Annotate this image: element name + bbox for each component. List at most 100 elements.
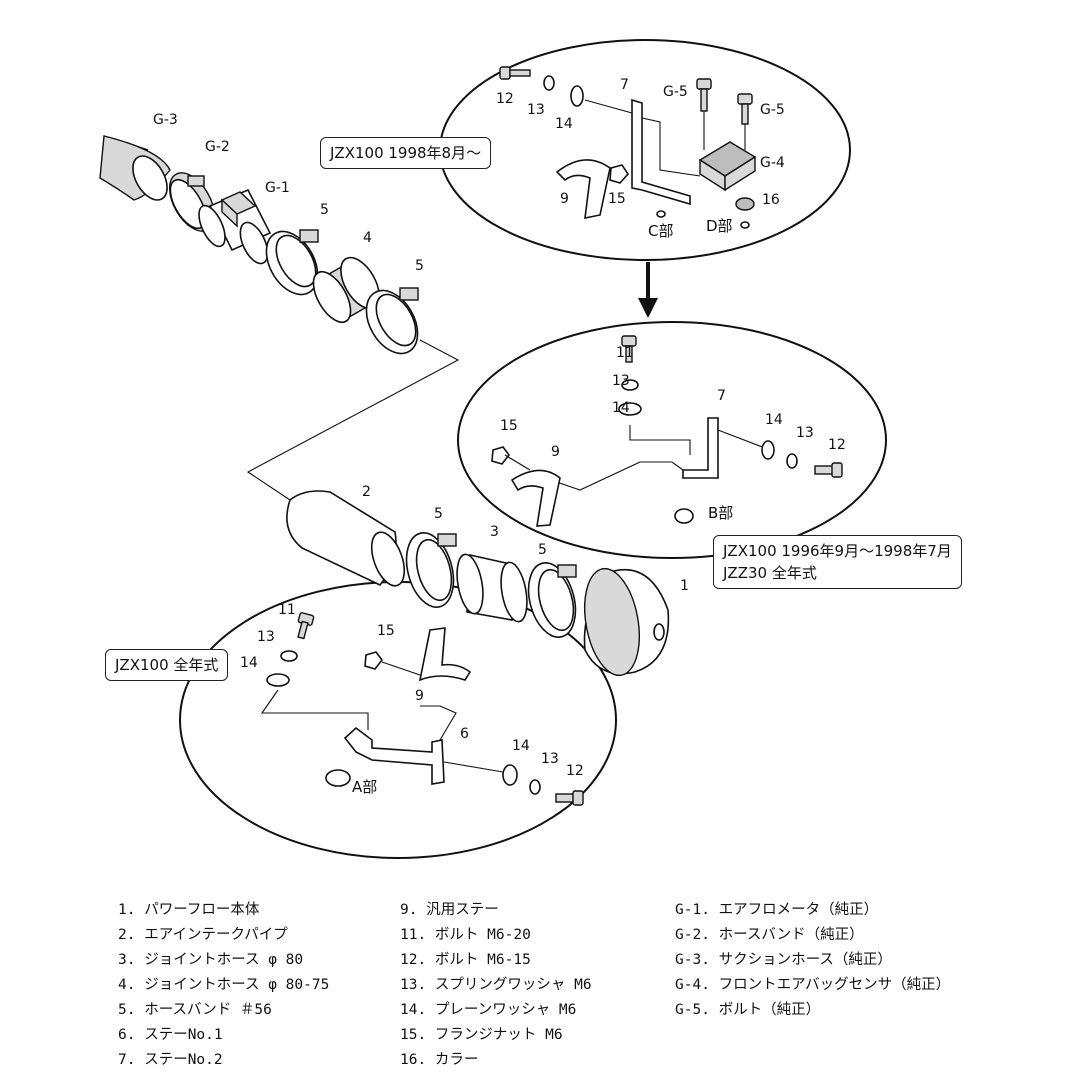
legend-item: 9. 汎用ステー (400, 902, 499, 918)
label-mid-14b: 14 (765, 412, 783, 428)
legend-item: 5. ホースバンド ＃56 (118, 1002, 272, 1018)
label-mid-13a: 13 (612, 373, 630, 389)
hose-band-5-d (527, 562, 577, 638)
plain-washer-14-top (570, 85, 584, 107)
legend-item: 7. ステーNo.2 (118, 1052, 223, 1068)
label-bot-14b: 14 (512, 738, 530, 754)
bolt-11-mid (621, 335, 637, 363)
spring-washer-13-mid (621, 379, 639, 391)
label-top-g4: G-4 (760, 155, 785, 171)
legend-item: 13. スプリングワッシャ M6 (400, 977, 592, 993)
label-2: 2 (362, 484, 371, 500)
stay-6-bot (343, 726, 445, 785)
joint-hose-3 (456, 553, 528, 623)
collar-16 (735, 197, 755, 211)
label-top-15: 15 (608, 191, 626, 207)
label-mid-11: 11 (616, 345, 634, 361)
legend-item: 16. カラー (400, 1052, 479, 1068)
stay-7-mid (682, 417, 719, 479)
callout-top-text: JZX100 1998年8月～ (330, 144, 482, 162)
label-top-12: 12 (496, 91, 514, 107)
air-intake-pipe-2 (286, 490, 406, 587)
universal-stay-9-mid (510, 469, 561, 527)
callout-top: JZX100 1998年8月～ (320, 137, 492, 169)
spring-washer-13-top (543, 75, 555, 91)
legend-item: 3. ジョイントホース φ 80 (118, 952, 304, 968)
legend-column-1: 1. パワーフロー本体 2. エアインテークパイプ 3. ジョイントホース φ … (118, 898, 329, 1073)
label-top-g5a: G-5 (663, 84, 688, 100)
plain-washer-14-mid (618, 402, 642, 416)
legend-item: G-1. エアフロメータ（純正） (675, 902, 879, 918)
power-flow-main-body-1 (583, 567, 670, 677)
label-bot-13a: 13 (257, 629, 275, 645)
label-g3: G-3 (153, 112, 178, 128)
label-mid-9: 9 (551, 444, 560, 460)
label-bot-14a: 14 (240, 655, 258, 671)
flange-nut-15-mid (491, 446, 511, 465)
bolt-12-bot (555, 790, 584, 806)
hose-band-5-a (265, 229, 319, 296)
label-mid-12: 12 (828, 437, 846, 453)
callout-middle: JZX100 1996年9月～1998年7月 JZZ30 全年式 (713, 535, 962, 589)
stay-7-top (631, 98, 691, 206)
legend-column-3: G-1. エアフロメータ（純正） G-2. ホースバンド（純正） G-3. サク… (675, 898, 950, 1023)
legend-item: G-4. フロントエアバッグセンサ（純正） (675, 977, 951, 993)
plain-washer-14-mid-right (761, 440, 775, 460)
legend-item: 14. プレーンワッシャ M6 (400, 1002, 577, 1018)
label-5c: 5 (434, 506, 443, 522)
label-top-9: 9 (560, 191, 569, 207)
legend-item: 6. ステーNo.1 (118, 1027, 223, 1043)
legend-column-2: 9. 汎用ステー 11. ボルト M6-20 12. ボルト M6-15 13.… (400, 898, 592, 1073)
label-bot-6: 6 (460, 726, 469, 742)
label-bot-12: 12 (566, 763, 584, 779)
label-top-13: 13 (527, 102, 545, 118)
label-top-14: 14 (555, 116, 573, 132)
legend-item: 12. ボルト M6-15 (400, 952, 531, 968)
label-g1: G-1 (265, 180, 290, 196)
label-mid-14a: 14 (612, 400, 630, 416)
label-5d: 5 (538, 542, 547, 558)
label-mid-15: 15 (500, 418, 518, 434)
bolt-g5-left (696, 78, 712, 112)
hose-band-5-c (405, 532, 457, 608)
label-bot-15: 15 (377, 623, 395, 639)
legend-item: 1. パワーフロー本体 (118, 902, 260, 918)
callout-middle-line1: JZX100 1996年9月～1998年7月 (723, 542, 952, 560)
label-1: 1 (680, 578, 689, 594)
plain-washer-14-bot (266, 673, 290, 687)
joint-hose-4 (312, 256, 380, 324)
legend-item: 15. フランジナット M6 (400, 1027, 563, 1043)
legend-item: G-3. サクションホース（純正） (675, 952, 892, 968)
legend-item: G-5. ボルト（純正） (675, 1002, 821, 1018)
label-top-7: 7 (620, 77, 629, 93)
universal-stay-9-top (555, 159, 611, 220)
label-5b: 5 (415, 258, 424, 274)
label-mid-13b: 13 (796, 425, 814, 441)
connector-line (246, 339, 460, 501)
callout-bottom: JZX100 全年式 (105, 649, 229, 681)
suction-hose-g3 (99, 135, 171, 201)
flange-nut-15-top (609, 164, 630, 184)
label-top-16: 16 (762, 192, 780, 208)
legend-item: 11. ボルト M6-20 (400, 927, 531, 943)
bolt-11-bot (297, 612, 315, 640)
bolt-12-top (499, 66, 531, 80)
label-5a: 5 (320, 202, 329, 218)
label-mid-7: 7 (717, 388, 726, 404)
universal-stay-9-bot (418, 627, 472, 682)
label-top-c: C部 (648, 222, 673, 240)
label-bot-9: 9 (415, 688, 424, 704)
label-3: 3 (490, 524, 499, 540)
callout-middle-line2: JZZ30 全年式 (723, 564, 817, 582)
legend-item: G-2. ホースバンド（純正） (675, 927, 864, 943)
transition-arrow (638, 262, 658, 318)
spring-washer-13-bot (280, 650, 298, 662)
label-4: 4 (363, 230, 372, 246)
plain-washer-14-bot-right (502, 764, 518, 786)
legend-item: 4. ジョイントホース φ 80-75 (118, 977, 330, 993)
legend-item: 2. エアインテークパイプ (118, 927, 288, 943)
bolt-g5-right (737, 93, 753, 125)
spring-washer-13-bot-right (529, 779, 541, 795)
